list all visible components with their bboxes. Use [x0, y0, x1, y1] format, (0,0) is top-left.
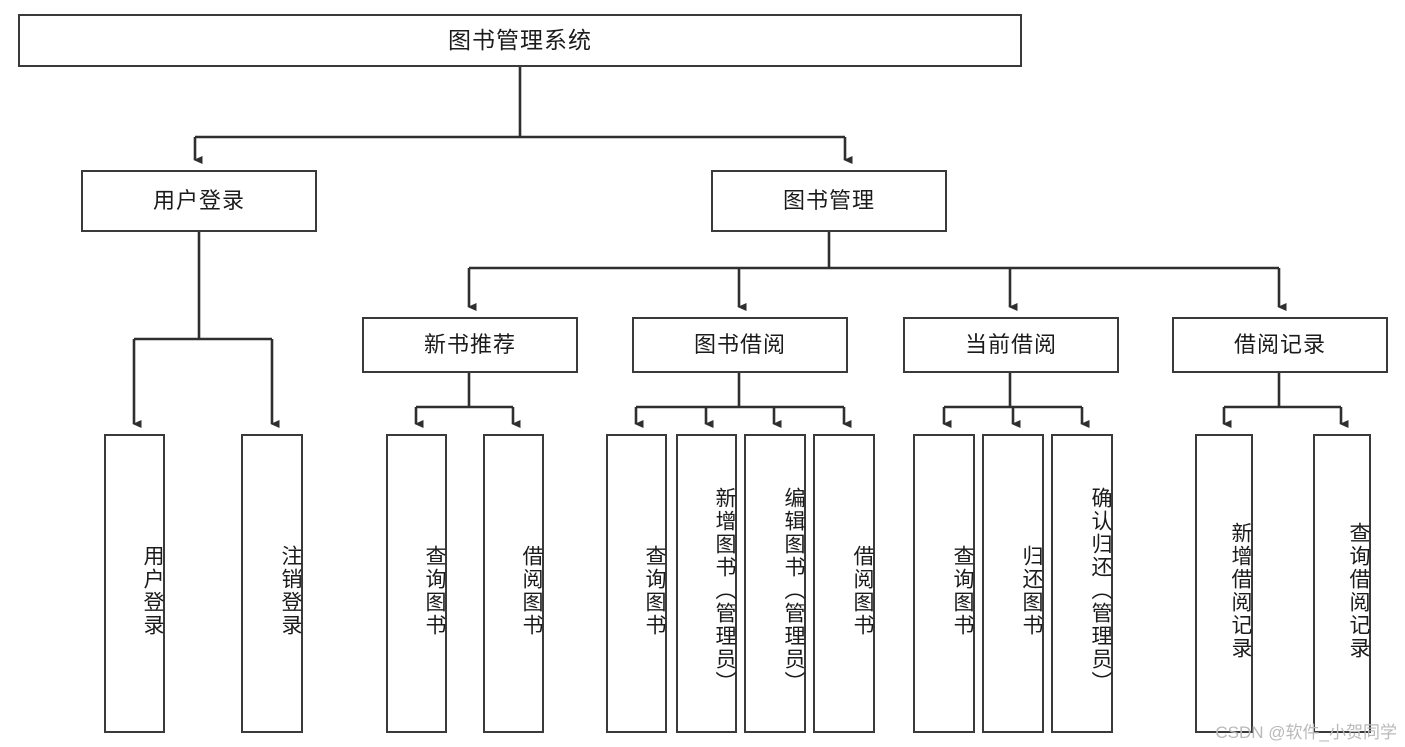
node-leaf-user-logout-label: 注销登录 — [279, 544, 302, 637]
node-book-borrow[interactable]: 图书借阅 — [632, 317, 848, 373]
node-user-login[interactable]: 用户登录 — [81, 170, 317, 232]
node-leaf-add-book-label: 新增图书（管理员） — [713, 487, 736, 694]
node-leaf-query-record-label: 查询借阅记录 — [1347, 521, 1370, 660]
node-current-borrow-label: 当前借阅 — [964, 331, 1057, 357]
node-leaf-return-book-label: 归还图书 — [1020, 544, 1043, 637]
node-leaf-add-record[interactable]: 新增借阅记录 — [1195, 434, 1253, 733]
node-root-label: 图书管理系统 — [448, 26, 592, 53]
node-leaf-edit-book-label: 编辑图书（管理员） — [782, 487, 805, 694]
node-leaf-borrow-book-2-label: 借阅图书 — [851, 544, 874, 637]
node-leaf-borrow-book-1[interactable]: 借阅图书 — [483, 434, 544, 733]
node-leaf-edit-book[interactable]: 编辑图书（管理员） — [744, 434, 806, 733]
node-leaf-user-login-label: 用户登录 — [141, 544, 164, 637]
watermark: CSDN @软件_小贺同学 — [1215, 723, 1397, 742]
node-leaf-query-book-3-label: 查询图书 — [951, 544, 974, 637]
node-leaf-query-book-1[interactable]: 查询图书 — [386, 434, 447, 733]
node-leaf-query-book-1-label: 查询图书 — [423, 544, 446, 637]
node-leaf-query-record[interactable]: 查询借阅记录 — [1313, 434, 1371, 733]
node-book-borrow-label: 图书借阅 — [693, 331, 786, 357]
node-new-book-rec-label: 新书推荐 — [423, 331, 516, 357]
node-leaf-return-book[interactable]: 归还图书 — [982, 434, 1044, 733]
node-leaf-add-book[interactable]: 新增图书（管理员） — [676, 434, 737, 733]
node-book-manage-label: 图书管理 — [782, 187, 875, 213]
node-leaf-confirm-return-label: 确认归还（管理员） — [1089, 487, 1112, 694]
node-root[interactable]: 图书管理系统 — [18, 14, 1022, 67]
node-leaf-confirm-return[interactable]: 确认归还（管理员） — [1051, 434, 1113, 733]
node-leaf-query-book-2[interactable]: 查询图书 — [606, 434, 667, 733]
node-leaf-add-record-label: 新增借阅记录 — [1229, 521, 1252, 660]
node-leaf-user-logout[interactable]: 注销登录 — [241, 434, 303, 733]
node-current-borrow[interactable]: 当前借阅 — [903, 317, 1119, 373]
node-leaf-borrow-book-1-label: 借阅图书 — [520, 544, 543, 637]
node-leaf-query-book-2-label: 查询图书 — [643, 544, 666, 637]
node-leaf-query-book-3[interactable]: 查询图书 — [913, 434, 975, 733]
node-borrow-record-label: 借阅记录 — [1233, 331, 1326, 357]
node-new-book-rec[interactable]: 新书推荐 — [362, 317, 578, 373]
node-leaf-user-login[interactable]: 用户登录 — [104, 434, 165, 733]
node-leaf-borrow-book-2[interactable]: 借阅图书 — [813, 434, 875, 733]
node-borrow-record[interactable]: 借阅记录 — [1172, 317, 1388, 373]
node-book-manage[interactable]: 图书管理 — [711, 170, 947, 232]
node-user-login-label: 用户登录 — [152, 187, 245, 213]
